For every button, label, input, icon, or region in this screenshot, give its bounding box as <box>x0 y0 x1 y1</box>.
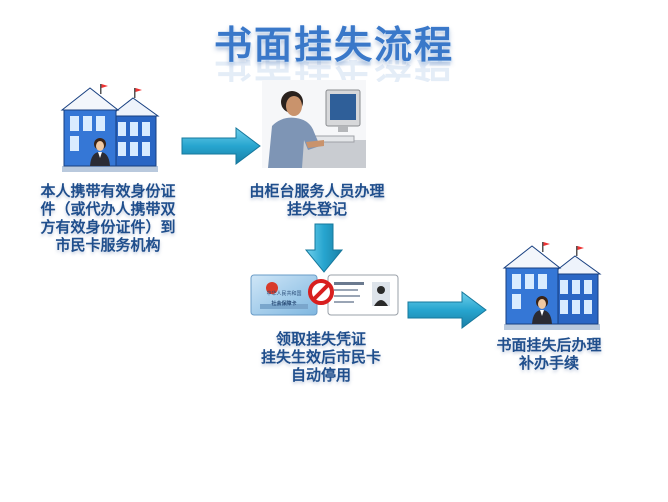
card-left-title: 中华人民共和国 <box>266 291 302 297</box>
arrow-right-icon <box>180 126 262 166</box>
step-3-line-2: 挂失生效后市民卡 <box>260 348 381 366</box>
service-building-icon <box>60 82 160 174</box>
arrow-down-icon <box>304 222 344 274</box>
page-title: 书面挂失流程 <box>213 23 454 67</box>
counter-clerk-icon <box>262 80 366 168</box>
step-1-line-3: 方有效身份证件）到 <box>40 218 176 236</box>
card-left-subtitle: 社会保障卡 <box>271 301 297 307</box>
step-4-caption: 书面挂失后办理 补办手续 <box>474 336 624 372</box>
step-2-line-2: 挂失登记 <box>286 200 347 218</box>
arrow-right-icon <box>406 290 488 330</box>
no-sign-icon <box>307 278 335 306</box>
step-3-line-1: 领取挂失凭证 <box>275 330 366 348</box>
step-4-line-2: 补办手续 <box>518 354 579 372</box>
step-4-line-1: 书面挂失后办理 <box>496 336 602 354</box>
step-3-line-3: 自动停用 <box>290 366 351 384</box>
service-building-icon <box>502 240 602 332</box>
step-1-line-1: 本人携带有效身份证 <box>40 182 176 200</box>
title-reflection: 书面挂失流程 <box>213 60 454 82</box>
id-card-icon <box>250 274 400 316</box>
step-1-caption: 本人携带有效身份证 件（或代办人携带双 方有效身份证件）到 市民卡服务机构 <box>18 182 198 254</box>
step-1-line-4: 市民卡服务机构 <box>55 236 161 254</box>
step-2-line-1: 由柜台服务人员办理 <box>249 182 385 200</box>
step-1-line-2: 件（或代办人携带双 <box>40 200 176 218</box>
step-2-caption: 由柜台服务人员办理 挂失登记 <box>228 182 406 218</box>
step-3-caption: 领取挂失凭证 挂失生效后市民卡 自动停用 <box>240 330 402 384</box>
card-left-text: 中华人民共和国 社会保障卡 <box>256 291 312 307</box>
